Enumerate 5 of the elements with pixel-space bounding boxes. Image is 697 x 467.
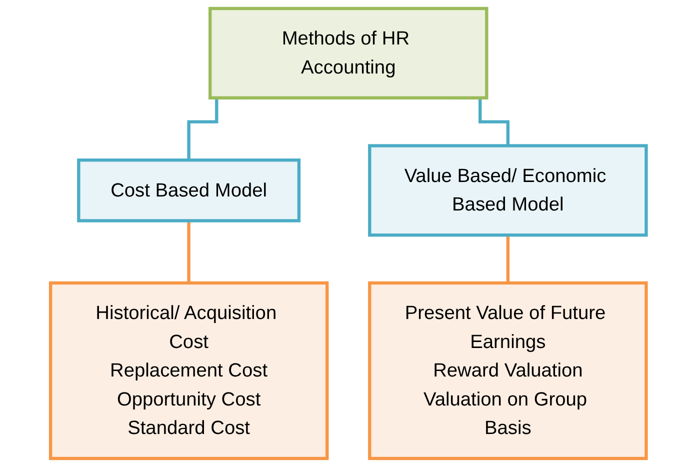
node-box: Present Value of Future Earnings Reward Valuation Valuation on Group Basis: [368, 281, 648, 460]
node-box: Methods of HR Accounting: [208, 6, 488, 100]
node-box: Value Based/ Economic Based Model: [368, 144, 648, 237]
node-box: Cost Based Model: [77, 158, 301, 222]
node-box: Historical/ Acquisition Cost Replacement Cost Opportunity Cost Standard Cost: [49, 281, 329, 460]
